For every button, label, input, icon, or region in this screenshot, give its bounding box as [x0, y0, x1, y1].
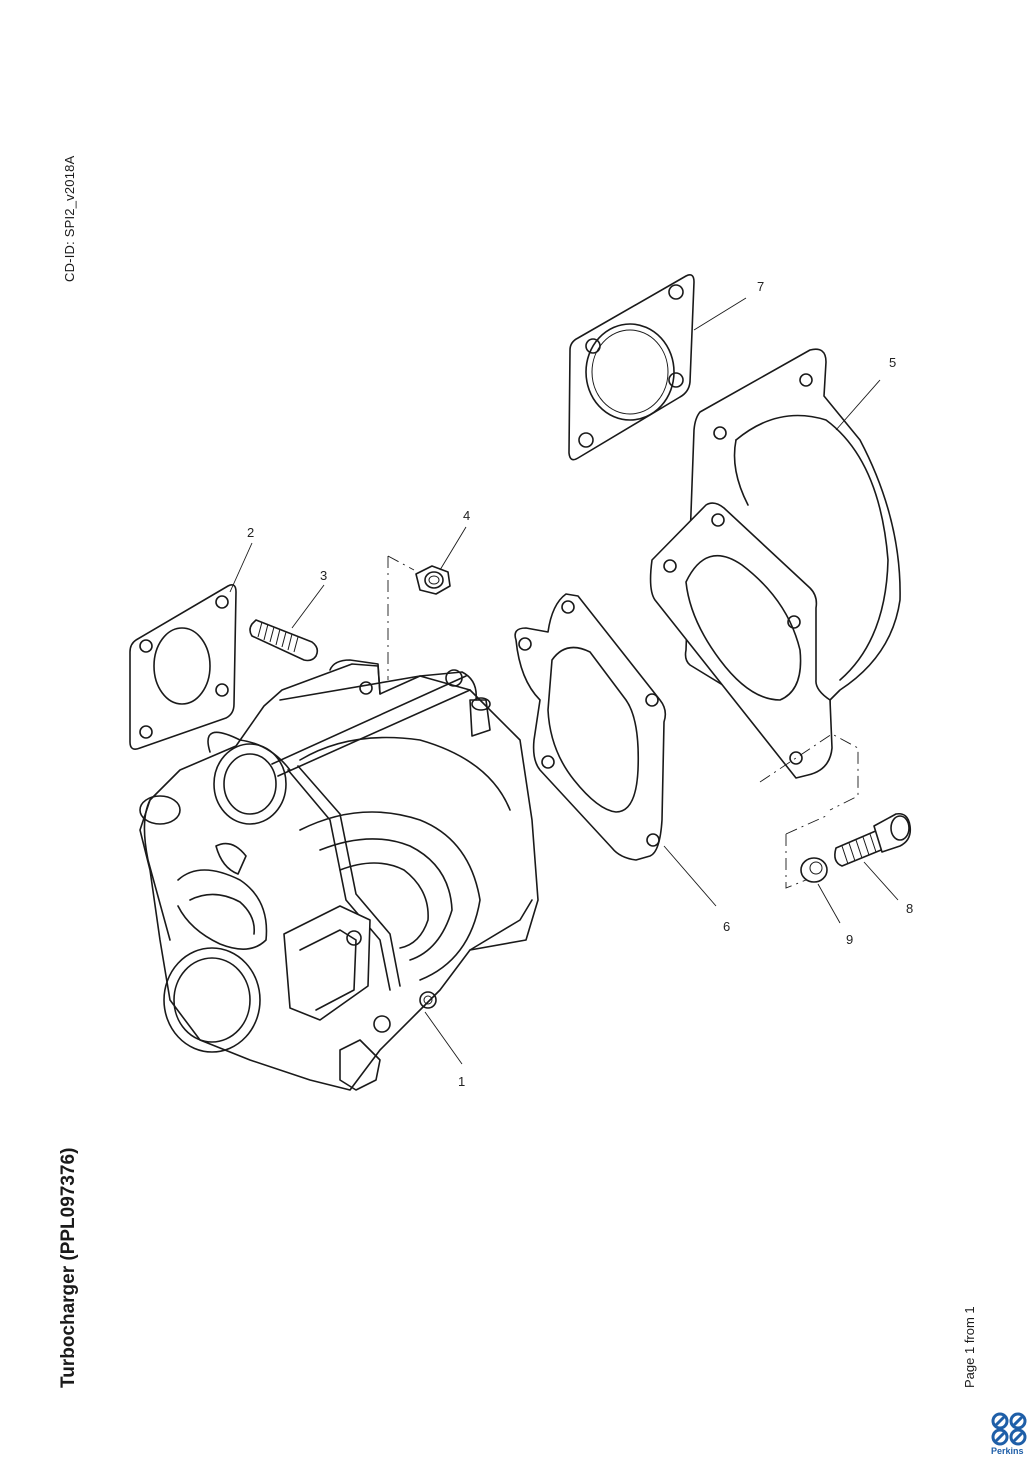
- callout-1: 1: [458, 1074, 465, 1089]
- callout-4: 4: [463, 508, 470, 523]
- callout-6: 6: [723, 919, 730, 934]
- callout-2: 2: [247, 525, 254, 540]
- callout-3: 3: [320, 568, 327, 583]
- callout-7: 7: [757, 279, 764, 294]
- part-3-stud[interactable]: [249, 619, 319, 662]
- perkins-logo-icon: [991, 1412, 1027, 1446]
- callout-labels: 1 2 3 4 5 6 7 8 9: [247, 279, 913, 1089]
- callout-5: 5: [889, 355, 896, 370]
- part-4-nut[interactable]: [415, 565, 451, 595]
- part-9-washer[interactable]: [800, 857, 828, 883]
- callout-9: 9: [846, 932, 853, 947]
- part-6-gasket[interactable]: [514, 593, 667, 861]
- part-8-bolt[interactable]: [834, 812, 912, 867]
- part-2-gasket[interactable]: [129, 584, 237, 750]
- part-5-elbow[interactable]: [649, 348, 901, 779]
- leader-lines: [229, 297, 899, 1065]
- callout-8: 8: [906, 901, 913, 916]
- brand-wordmark: Perkins: [991, 1446, 1024, 1456]
- part-1-turbocharger[interactable]: [139, 659, 539, 1091]
- part-7-gasket[interactable]: [568, 274, 695, 461]
